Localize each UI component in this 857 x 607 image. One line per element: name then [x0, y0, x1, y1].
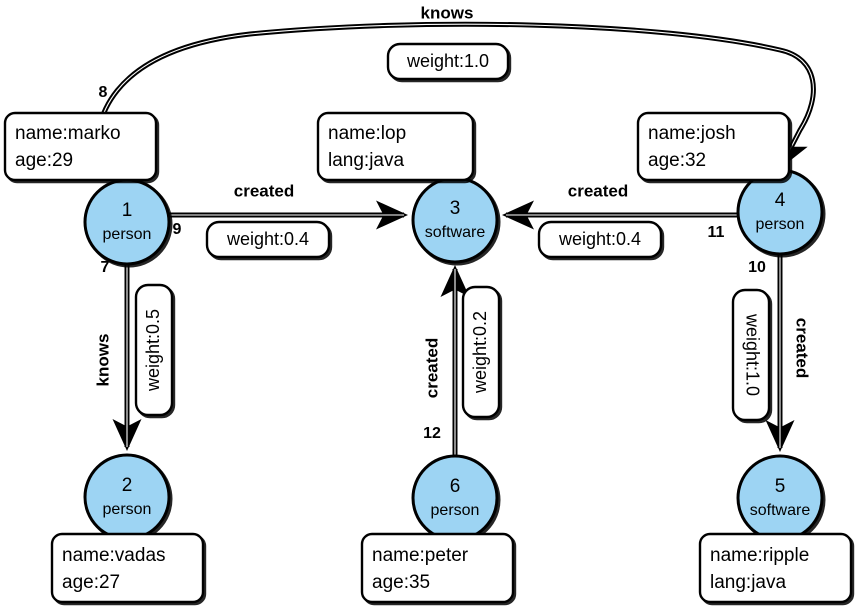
- pill-shape: [134, 283, 174, 417]
- vertex-3-property-box[interactable]: name:lop lang:java: [316, 111, 475, 182]
- vertex-6[interactable]: 6 person: [411, 454, 499, 542]
- edge-10-label: created: [793, 318, 812, 378]
- vertex-2-prop-0: name:vadas: [62, 545, 166, 566]
- vertex-5[interactable]: 5 software: [736, 454, 824, 542]
- vertex-5-property-box[interactable]: name:ripple lang:java: [698, 532, 853, 604]
- edge-9-label: created: [234, 181, 294, 200]
- vertex-6-prop-0: name:peter: [372, 545, 469, 566]
- vertex-2-id: 2: [122, 475, 133, 496]
- edge-12-weight-pill[interactable]: weight:0.2: [461, 285, 501, 419]
- edge-7-label: knows: [93, 334, 112, 387]
- pill-shape: [731, 288, 771, 422]
- vertex-5-prop-0: name:ripple: [710, 545, 809, 566]
- vertex-5-label: software: [750, 502, 811, 519]
- edge-12-id: 12: [423, 425, 441, 442]
- edge-11-label: created: [568, 181, 628, 200]
- vertex-3-prop-1: lang:java: [328, 150, 404, 171]
- vertex-3-prop-0: name:lop: [328, 123, 406, 144]
- edge-9-weight-pill[interactable]: weight:0.4: [205, 220, 331, 259]
- vertex-4-prop-1: age:32: [648, 150, 706, 171]
- edge-10-weight-text: weight:1.0: [742, 313, 762, 396]
- vertex-6-prop-1: age:35: [372, 572, 430, 593]
- vertex-2-property-box[interactable]: name:vadas age:27: [50, 532, 205, 604]
- vertex-6-property-box[interactable]: name:peter age:35: [360, 532, 515, 604]
- vertex-4-prop-0: name:josh: [648, 123, 736, 144]
- box-shape: [360, 532, 515, 604]
- vertex-4-id: 4: [775, 190, 786, 211]
- edge-10-id: 10: [748, 259, 766, 276]
- vertex-3[interactable]: 3 software: [411, 176, 499, 264]
- edge-8-knows[interactable]: [94, 21, 816, 181]
- vertex-4-property-box[interactable]: name:josh age:32: [636, 111, 791, 182]
- vertex-1-prop-1: age:29: [15, 150, 73, 171]
- box-shape: [698, 532, 853, 604]
- edge-7-weight-text: weight:0.5: [143, 309, 163, 392]
- box-shape: [636, 111, 791, 182]
- edge-9-id: 9: [173, 221, 182, 238]
- vertex-4-label: person: [756, 216, 805, 233]
- box-shape: [3, 111, 158, 182]
- vertex-1-id: 1: [122, 200, 133, 221]
- edge-7-weight-pill[interactable]: weight:0.5: [134, 283, 174, 417]
- edge-11-weight-text: weight:0.4: [558, 229, 641, 249]
- edge-7-id: 7: [101, 259, 110, 276]
- edge-8-label: knows: [421, 3, 474, 22]
- vertex-1-label: person: [103, 226, 152, 243]
- edge-11-id: 11: [708, 224, 725, 241]
- pill-shape: [205, 220, 331, 259]
- vertex-2-label: person: [103, 501, 152, 518]
- vertex-1-prop-0: name:marko: [15, 123, 121, 144]
- vertex-6-label: person: [431, 502, 480, 519]
- edge-10-weight-pill[interactable]: weight:1.0: [731, 288, 771, 422]
- pill-shape: [461, 285, 501, 419]
- vertex-5-id: 5: [775, 476, 786, 497]
- box-shape: [316, 111, 475, 182]
- edge-8-weight-text: weight:1.0: [406, 51, 489, 71]
- vertex-5-prop-1: lang:java: [710, 572, 786, 593]
- pill-shape: [537, 220, 663, 259]
- edge-8-weight-pill[interactable]: weight:1.0: [386, 42, 510, 81]
- vertex-3-label: software: [425, 224, 486, 241]
- vertex-3-id: 3: [450, 198, 461, 219]
- vertex-6-id: 6: [450, 476, 461, 497]
- vertex-2-prop-1: age:27: [62, 572, 120, 593]
- pill-shape: [386, 42, 510, 81]
- edge-12-weight-text: weight:0.2: [470, 311, 490, 394]
- edge-8-hairline: [96, 23, 814, 181]
- edge-12-label: created: [422, 338, 441, 398]
- vertex-1-property-box[interactable]: name:marko age:29: [3, 111, 158, 182]
- edge-11-weight-pill[interactable]: weight:0.4: [537, 220, 663, 259]
- edge-8-id: 8: [99, 84, 108, 101]
- edge-9-weight-text: weight:0.4: [226, 229, 309, 249]
- vertex-1[interactable]: 1 person: [83, 178, 171, 266]
- box-shape: [50, 532, 205, 604]
